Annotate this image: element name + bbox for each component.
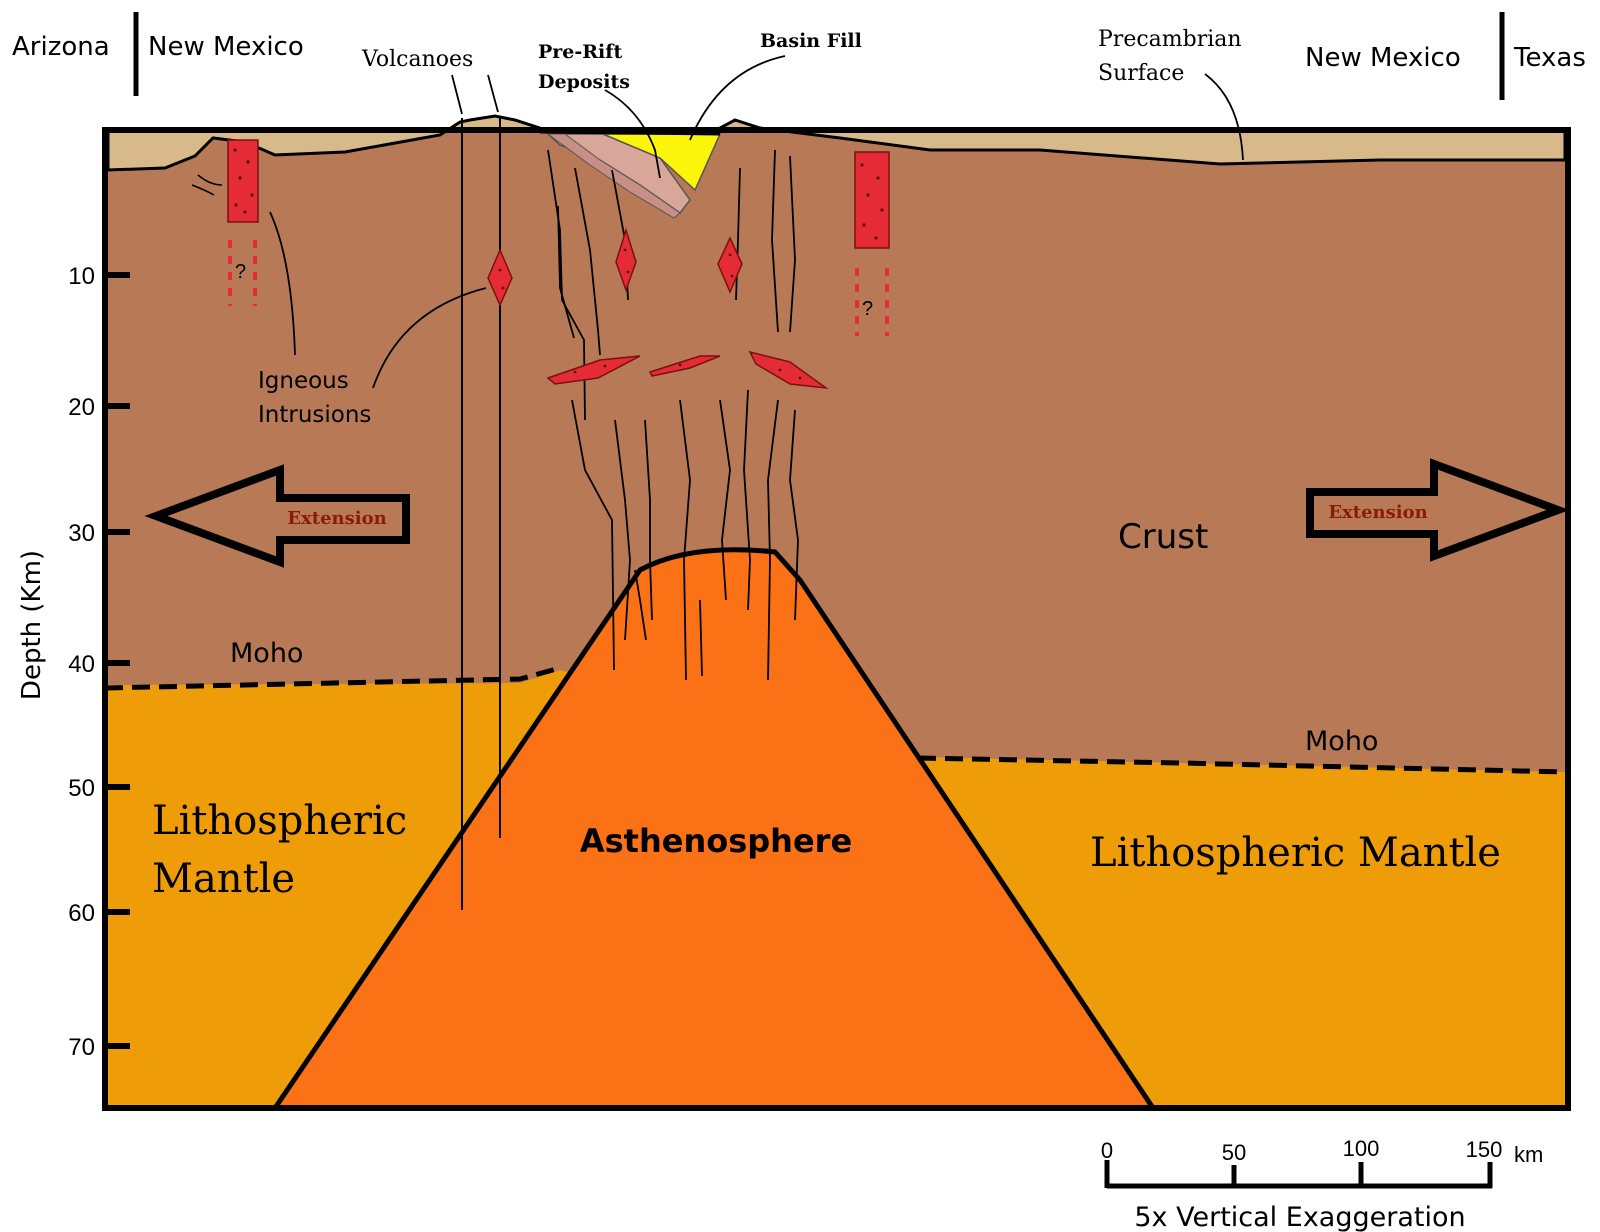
precambrian-label-line2: Surface — [1098, 61, 1184, 86]
precambrian-label-line1: Precambrian — [1098, 27, 1242, 52]
depth-tick-label-70: 70 — [68, 1034, 95, 1061]
pre-rift-label-line2: Deposits — [538, 71, 630, 93]
scale-bar: 0 50 100 150 km 5x Vertical Exaggeration — [1101, 1136, 1543, 1232]
state-label-new-mexico-right: New Mexico — [1305, 43, 1461, 73]
depth-tick-label-40: 40 — [68, 651, 95, 678]
scale-bar-label-150: 150 — [1466, 1137, 1503, 1162]
state-label-arizona: Arizona — [12, 32, 110, 62]
depth-tick-label-50: 50 — [68, 775, 95, 802]
scale-bar-label-50: 50 — [1222, 1140, 1246, 1165]
scale-bar-label-100: 100 — [1343, 1136, 1380, 1161]
igneous-label-line2: Intrusions — [258, 402, 371, 428]
volcanoes-label: Volcanoes — [361, 47, 473, 72]
depth-tick-label-30: 30 — [68, 520, 95, 547]
depth-tick-label-20: 20 — [68, 394, 95, 421]
igneous-label-line1: Igneous — [258, 368, 349, 394]
unknown-depth-marker-left: ? — [235, 261, 246, 283]
state-label-new-mexico-left: New Mexico — [148, 32, 304, 62]
moho-label-left: Moho — [230, 638, 303, 669]
crust-label: Crust — [1118, 517, 1208, 557]
lithospheric-mantle-label-left-line2: Mantle — [152, 856, 295, 902]
asthenosphere-label: Asthenosphere — [580, 822, 852, 860]
depth-tick-label-10: 10 — [68, 263, 95, 290]
extension-label-left: Extension — [287, 508, 386, 529]
scale-bar-caption: 5x Vertical Exaggeration — [1134, 1202, 1465, 1232]
basin-fill-label: Basin Fill — [760, 30, 862, 52]
intrusion-dike-right — [855, 152, 889, 248]
scale-bar-unit: km — [1514, 1142, 1543, 1167]
unknown-depth-marker-right: ? — [862, 298, 873, 320]
state-label-texas: Texas — [1513, 43, 1586, 73]
depth-tick-label-60: 60 — [68, 900, 95, 927]
state-labels: Arizona New Mexico New Mexico Texas — [12, 12, 1586, 100]
depth-axis-label: Depth (Km) — [17, 550, 47, 700]
layers — [105, 116, 1568, 1108]
intrusion-dike-left — [228, 140, 258, 222]
extension-label-right: Extension — [1328, 502, 1427, 523]
volcanoes-leader-2 — [488, 75, 498, 112]
pre-rift-label-line1: Pre-Rift — [538, 41, 622, 63]
lithospheric-mantle-label-left-line1: Lithospheric — [152, 798, 407, 844]
lithospheric-mantle-label-right: Lithospheric Mantle — [1090, 830, 1501, 876]
moho-label-right: Moho — [1305, 726, 1378, 757]
volcanoes-leader-1 — [452, 75, 462, 114]
scale-bar-label-0: 0 — [1101, 1138, 1113, 1163]
